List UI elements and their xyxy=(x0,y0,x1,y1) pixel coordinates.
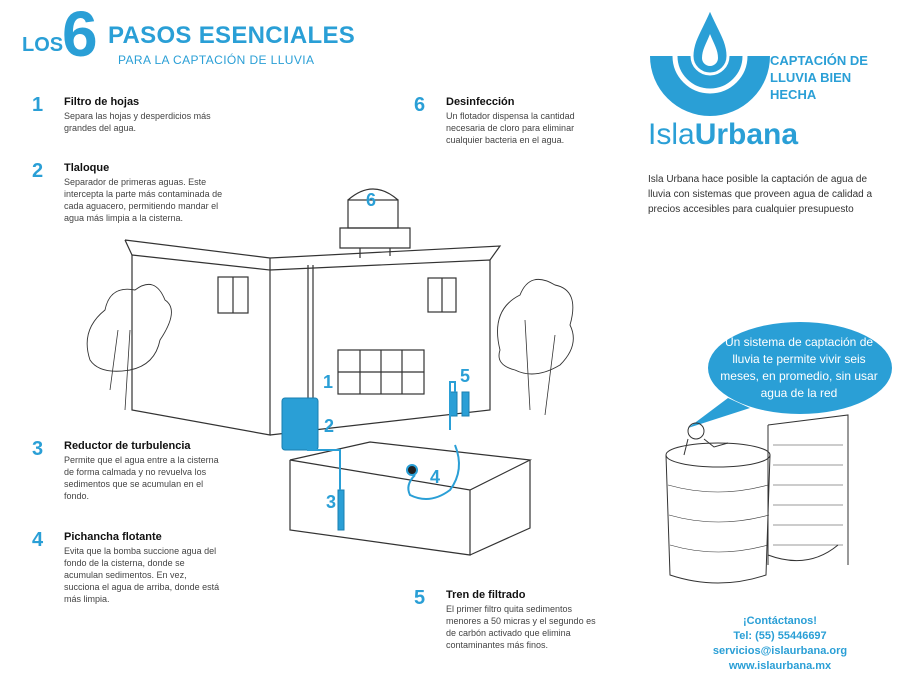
step-text: Un flotador dispensa la cantidad necesar… xyxy=(446,111,575,145)
step-2: 2 Tlaloque Separador de primeras aguas. … xyxy=(32,160,264,224)
contact-web[interactable]: www.islaurbana.mx xyxy=(728,660,832,672)
header-subtitle: PARA LA CAPTACIÓN DE LLUVIA xyxy=(118,53,315,67)
step-number: 5 xyxy=(414,587,426,609)
step-number: 3 xyxy=(32,438,44,460)
illus-label-1: 1 xyxy=(323,372,334,392)
contact-block: ¡Contáctanos! Tel: (55) 55446697 servici… xyxy=(690,614,870,674)
step-number: 2 xyxy=(32,160,44,182)
contact-email[interactable]: servicios@islaurbana.org xyxy=(712,645,848,657)
header-six: 6 xyxy=(62,0,98,70)
illus-label-6: 6 xyxy=(366,190,377,210)
step-title: Tlaloque xyxy=(64,162,110,174)
step-title: Desinfección xyxy=(446,96,515,108)
illus-label-4: 4 xyxy=(430,467,441,487)
brand-name: IslaUrbana xyxy=(648,118,798,152)
step-title: Pichancha flotante xyxy=(64,531,162,543)
header-los: LOS xyxy=(22,34,64,56)
tank-illustration xyxy=(665,414,849,584)
step-1: 1 Filtro de hojas Separa las hojas y des… xyxy=(32,94,264,134)
step-6: 6 Desinfección Un flotador dispensa la c… xyxy=(414,94,646,146)
step-text: Permite que el agua entre a la cisterna … xyxy=(64,455,219,501)
speech-bubble xyxy=(688,322,892,428)
step-text: El primer filtro quita sedimentos menore… xyxy=(446,604,596,650)
brand-name-bold: Urbana xyxy=(694,118,799,151)
step-title: Tren de filtrado xyxy=(446,589,526,601)
step-title: Filtro de hojas xyxy=(64,96,140,108)
step-text: Separador de primeras aguas. Este interc… xyxy=(64,177,223,223)
illus-label-5: 5 xyxy=(460,366,471,386)
step-number: 6 xyxy=(414,94,426,116)
brand-tagline: CAPTACIÓN DE LLUVIA BIEN HECHA xyxy=(770,53,868,102)
step-3: 3 Reductor de turbulencia Permite que el… xyxy=(32,438,264,502)
contact-phone[interactable]: Tel: (55) 55446697 xyxy=(733,630,827,642)
house-illustration xyxy=(86,188,574,556)
step-number: 1 xyxy=(32,94,44,116)
contact-heading: ¡Contáctanos! xyxy=(743,615,817,627)
illus-label-3: 3 xyxy=(326,492,337,512)
brand-description: Isla Urbana hace posible la captación de… xyxy=(648,174,873,215)
step-5: 5 Tren de filtrado El primer filtro quit… xyxy=(414,587,646,651)
isla-urbana-logo-icon xyxy=(650,8,770,116)
step-text: Evita que la bomba succione agua del fon… xyxy=(64,546,220,604)
header-title: PASOS ESENCIALES xyxy=(108,22,356,49)
bubble-text: Un sistema de captación de lluvia te per… xyxy=(720,335,878,400)
step-text: Separa las hojas y desperdicios más gran… xyxy=(64,111,211,133)
brand-name-light: Isla xyxy=(648,118,695,151)
step-4: 4 Pichancha flotante Evita que la bomba … xyxy=(32,529,264,605)
step-title: Reductor de turbulencia xyxy=(64,440,191,452)
step-number: 4 xyxy=(32,529,44,551)
illus-label-2: 2 xyxy=(324,416,335,436)
